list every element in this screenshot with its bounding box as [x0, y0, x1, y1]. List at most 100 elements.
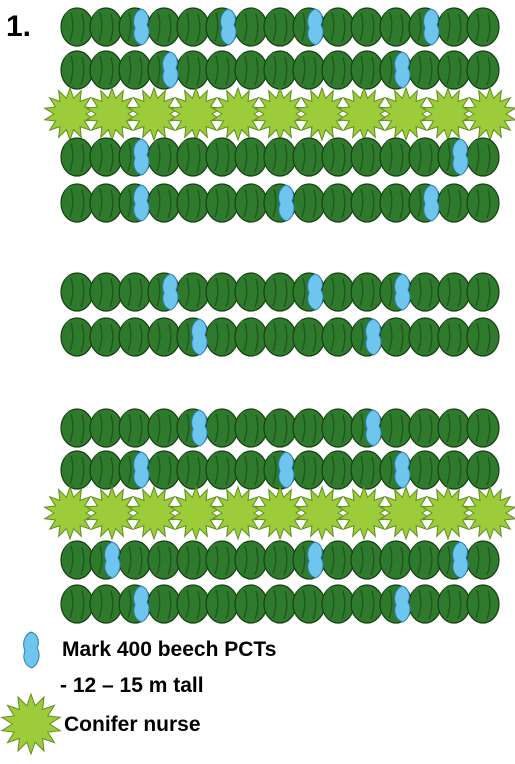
beech-tree [176, 450, 210, 490]
beech-tree [466, 50, 500, 90]
beech-tree [379, 137, 413, 177]
legend-conifer-label: Conifer nurse [64, 713, 201, 736]
beech-tree [437, 450, 471, 490]
beech-tree [408, 272, 442, 312]
beech-tree [118, 50, 152, 90]
beech-tree [60, 584, 94, 624]
beech-pct-marker [191, 318, 208, 356]
beech-pct-marker [133, 8, 150, 46]
beech-tree [321, 137, 355, 177]
beech-tree [60, 408, 94, 448]
beech-pct-marker [307, 8, 324, 46]
conifer-tree [253, 485, 307, 541]
beech-tree [466, 408, 500, 448]
beech-tree [437, 272, 471, 312]
beech-tree [466, 137, 500, 177]
block-2 [60, 272, 500, 357]
beech-tree [437, 50, 471, 90]
conifer-tree [463, 86, 515, 142]
conifer-tree [127, 86, 181, 142]
beech-tree [466, 584, 500, 624]
beech-tree [60, 183, 94, 223]
beech-tree [234, 408, 268, 448]
beech-tree [176, 50, 210, 90]
beech-tree [147, 408, 181, 448]
beech-tree [437, 7, 471, 47]
beech-tree [234, 272, 268, 312]
beech-tree [176, 137, 210, 177]
beech-row [60, 450, 500, 490]
beech-tree [408, 137, 442, 177]
figure-number: 1. [6, 10, 32, 43]
conifer-tree [169, 485, 223, 541]
beech-tree [118, 317, 152, 357]
beech-tree [60, 7, 94, 47]
conifer-tree [421, 86, 475, 142]
conifer-tree [379, 485, 433, 541]
conifer-row [43, 86, 515, 142]
beech-pct-marker [133, 451, 150, 489]
conifer-tree [421, 485, 475, 541]
block-1 [43, 7, 515, 223]
conifer-tree [127, 485, 181, 541]
beech-pct-marker [104, 541, 121, 579]
conifer-tree [379, 86, 433, 142]
beech-tree [466, 7, 500, 47]
beech-row [60, 408, 500, 448]
beech-row [60, 317, 500, 357]
beech-tree [263, 317, 297, 357]
beech-tree [147, 137, 181, 177]
beech-tree [350, 7, 384, 47]
conifer-tree [43, 485, 97, 541]
block-3 [43, 408, 515, 624]
beech-tree [118, 272, 152, 312]
beech-tree [379, 7, 413, 47]
beech-tree [350, 50, 384, 90]
beech-tree [466, 540, 500, 580]
beech-tree [321, 450, 355, 490]
beech-tree [408, 50, 442, 90]
beech-pct-marker [278, 184, 295, 222]
beech-pct-marker [452, 541, 469, 579]
legend-pct-sub-label: - 12 – 15 m tall [60, 674, 204, 697]
beech-row [60, 7, 500, 47]
beech-tree [321, 408, 355, 448]
beech-tree [263, 408, 297, 448]
beech-tree [350, 584, 384, 624]
beech-tree [263, 540, 297, 580]
beech-pct-marker [365, 318, 382, 356]
beech-pct-marker [278, 451, 295, 489]
beech-tree [147, 317, 181, 357]
conifer-tree [295, 86, 349, 142]
beech-tree [466, 450, 500, 490]
beech-tree [350, 183, 384, 223]
beech-tree [89, 317, 123, 357]
beech-pct-marker [423, 184, 440, 222]
beech-tree [89, 272, 123, 312]
conifer-tree [337, 86, 391, 142]
beech-row [60, 584, 500, 624]
beech-tree [437, 317, 471, 357]
beech-tree [379, 317, 413, 357]
beech-tree [321, 272, 355, 312]
beech-pct-marker [394, 451, 411, 489]
conifer-tree [169, 86, 223, 142]
beech-tree [205, 584, 239, 624]
beech-tree [234, 137, 268, 177]
beech-tree [118, 408, 152, 448]
beech-tree [292, 408, 326, 448]
beech-row [60, 183, 500, 223]
beech-tree [205, 272, 239, 312]
beech-tree [263, 584, 297, 624]
beech-tree [205, 183, 239, 223]
conifer-tree [43, 86, 97, 142]
beech-pct-marker [162, 273, 179, 311]
beech-pct-marker [191, 409, 208, 447]
beech-tree [437, 183, 471, 223]
beech-tree [350, 137, 384, 177]
beech-tree [350, 540, 384, 580]
beech-tree [89, 183, 123, 223]
beech-tree [147, 584, 181, 624]
beech-tree [292, 183, 326, 223]
conifer-row [43, 485, 515, 541]
